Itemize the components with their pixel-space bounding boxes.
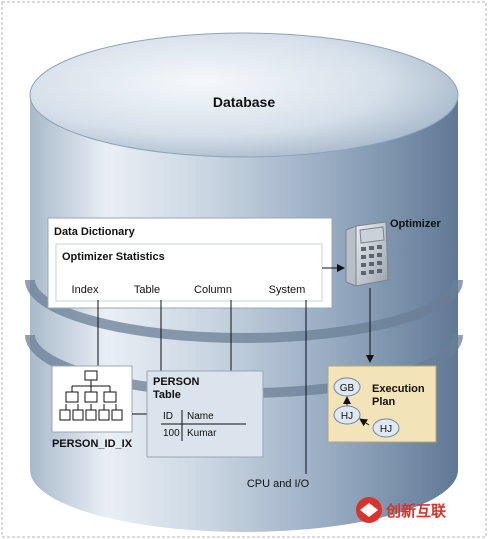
database-cylinder-top [29,32,459,158]
plan-node-hj-1 [333,405,361,425]
stat-item-column: Column [194,284,232,296]
stat-item-system: System [269,284,306,296]
database-cylinder-body [30,95,458,532]
index-tree-icon [59,370,123,421]
database-label: Database [213,94,275,110]
hj-to-hj-arrow [359,418,370,427]
column-header-name: Name [187,411,214,422]
plan-node-gb [333,377,361,397]
optimizer-calculator-icon [345,221,389,287]
plan-node-hj-2 [372,418,400,438]
index-label: PERSON_ID_IX [52,438,133,450]
execution-plan-subtitle: Plan [372,396,396,408]
cell-id-value: 100 [163,428,180,439]
plan-node-gb-label: GB [340,383,355,394]
cell-name-value: Kumar [187,428,217,439]
watermark-text: 创新互联 [385,502,447,520]
optimizer-label: Optimizer [390,218,441,230]
column-header-id: ID [163,411,173,422]
plan-node-hj-2-label: HJ [380,424,392,435]
person-table-title: PERSON [153,376,200,388]
optimizer-statistics-box [55,243,323,302]
execution-plan-title: Execution [372,383,425,395]
person-table-subtitle: Table [153,389,181,401]
person-table-box [146,370,264,458]
plan-node-hj-1-label: HJ [341,411,353,422]
stat-item-table: Table [134,284,160,296]
data-dictionary-title: Data Dictionary [54,226,136,238]
stat-item-index: Index [72,284,99,296]
watermark-logo: 创新互联 [356,497,447,523]
optimizer-statistics-title: Optimizer Statistics [62,251,165,263]
cpu-io-label: CPU and I/O [247,478,310,490]
